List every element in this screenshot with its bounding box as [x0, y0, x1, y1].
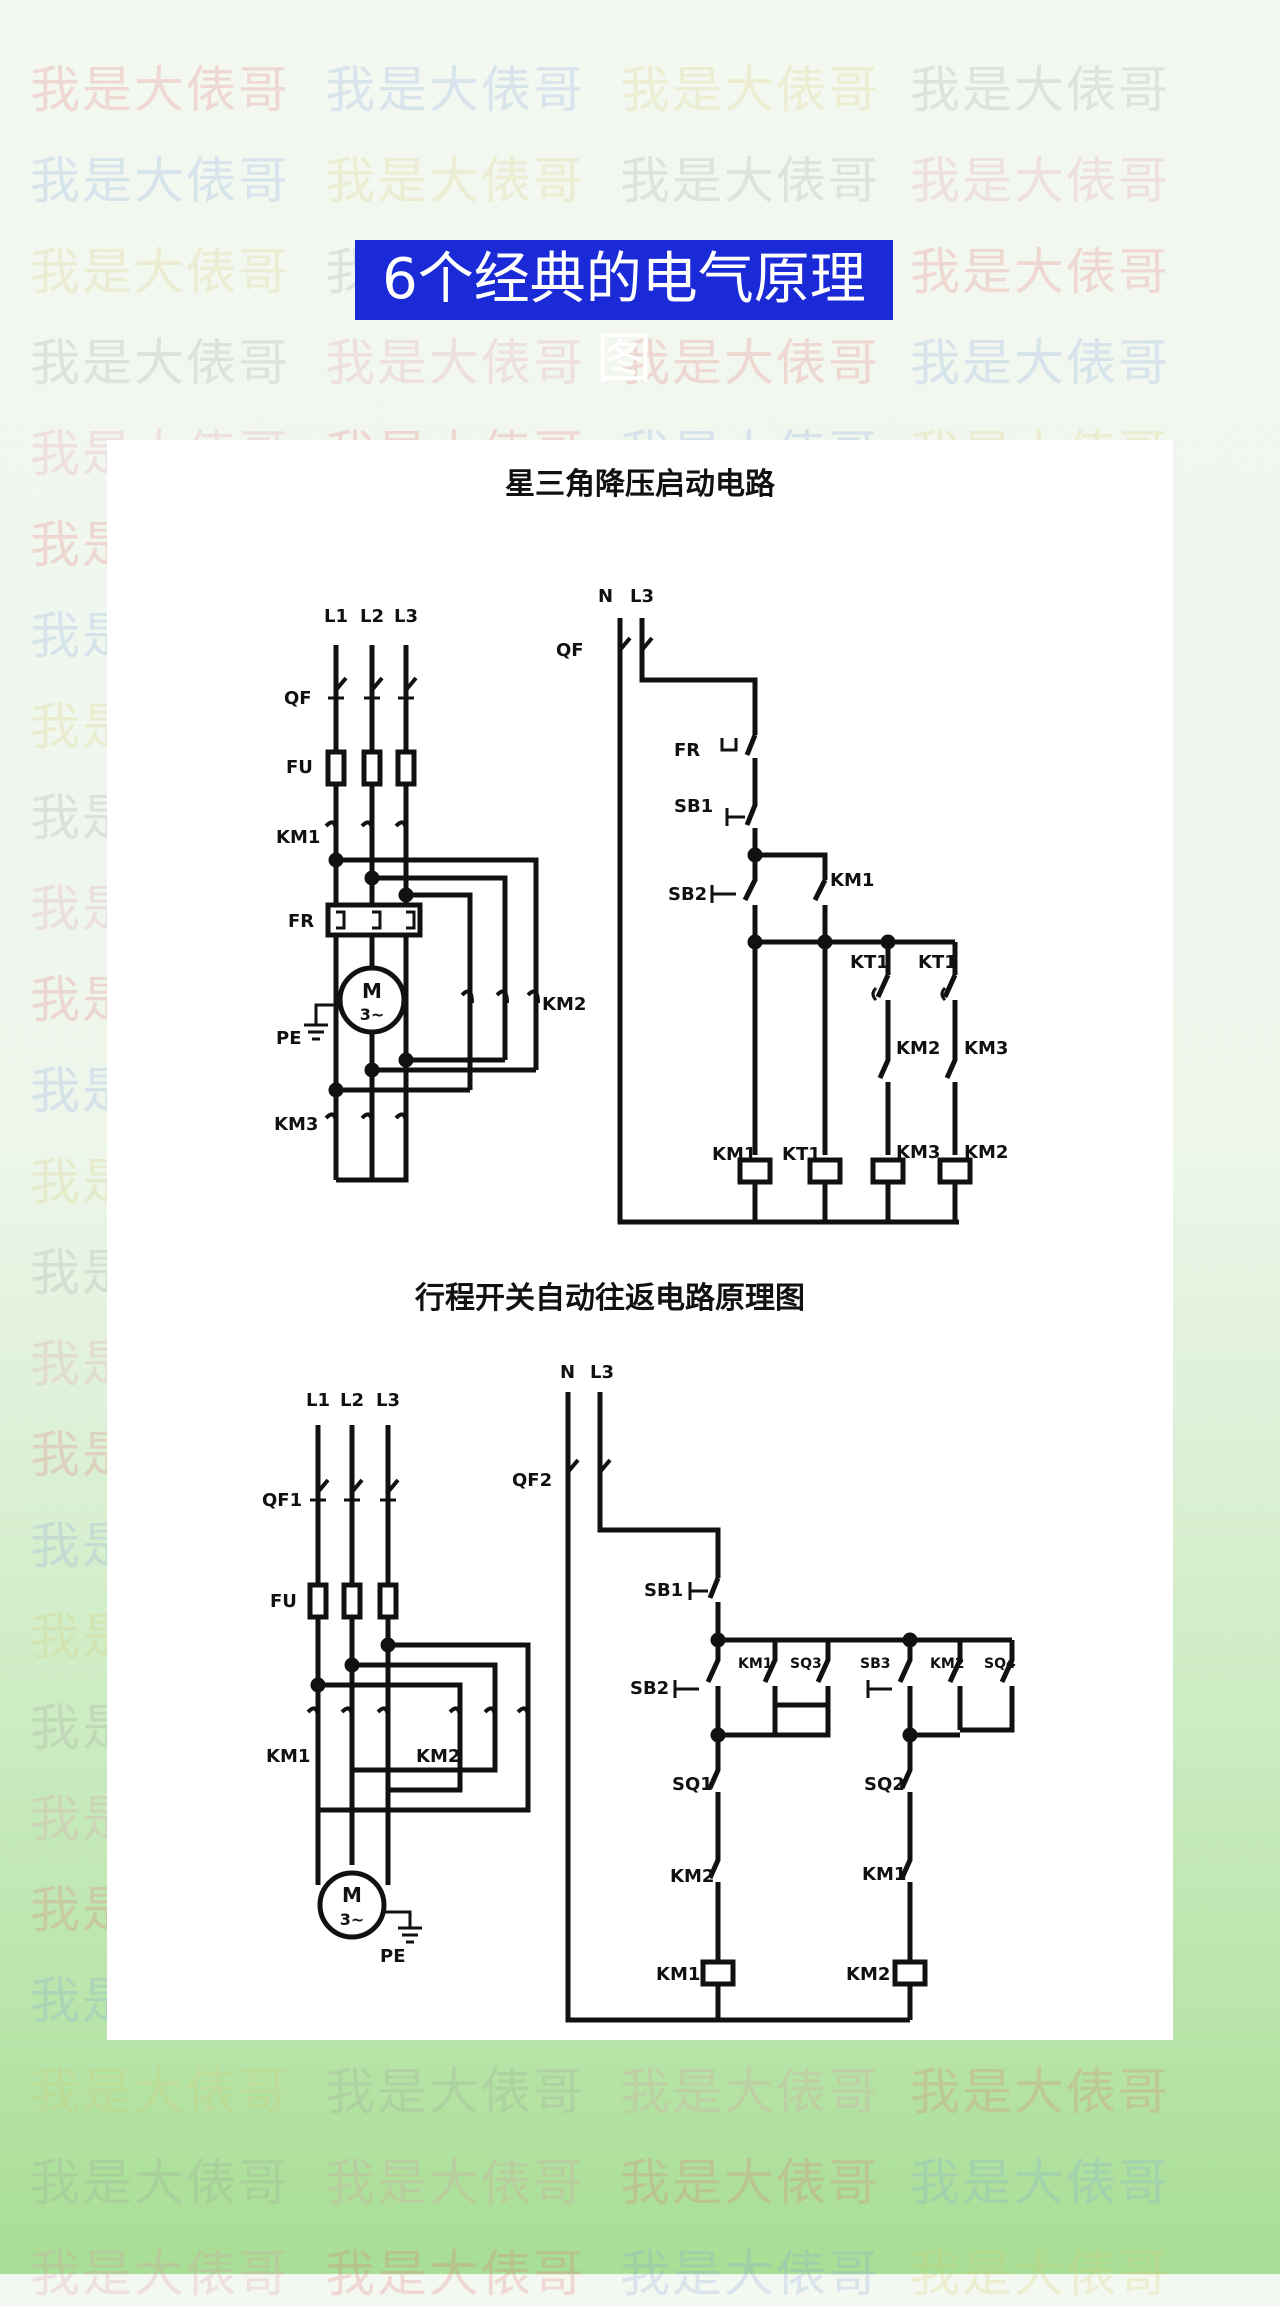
diagram1-title: 星三角降压启动电路: [505, 467, 776, 502]
watermark-text: 我是大俵哥: [30, 61, 290, 119]
label-coil-km1: KM1: [712, 1144, 756, 1165]
watermark-text: 我是大俵哥: [910, 243, 1170, 301]
label-km2: KM2: [542, 994, 586, 1015]
label-qf: QF: [284, 688, 312, 709]
watermark-text: 我是大俵哥: [30, 2063, 290, 2121]
label-ctrl-qf: QF: [556, 640, 584, 661]
watermark-text: 我是大俵哥: [325, 61, 585, 119]
motor-phase: 3~: [360, 1005, 385, 1024]
label-l3: L3: [394, 606, 418, 627]
watermark-text: 我是大俵哥: [910, 2245, 1170, 2303]
watermark-text: 我是大俵哥: [30, 334, 290, 392]
label2-l1: L1: [306, 1390, 330, 1411]
label-aux-km1: KM1: [830, 870, 874, 891]
label2-qf2: QF2: [512, 1470, 552, 1491]
travel-switch-diagram: 行程开关自动往返电路原理图: [262, 1281, 1016, 2023]
label-l1: L1: [324, 606, 348, 627]
watermark-text: 我是大俵哥: [325, 2063, 585, 2121]
label2-coil-km1: KM1: [656, 1964, 700, 1985]
d2-labels: L1 L2 L3 QF1 FU KM1 KM2 M 3~ PE N L3 QF2…: [262, 1362, 1016, 1985]
star-delta-diagram: 星三角降压启动电路: [274, 467, 1008, 1225]
label2-l3: L3: [376, 1390, 400, 1411]
label2-h-sb3: SB3: [860, 1656, 891, 1672]
diagram2-title: 行程开关自动往返电路原理图: [414, 1281, 805, 1316]
watermark-text: 我是大俵哥: [910, 152, 1170, 210]
label2-l2: L2: [340, 1390, 364, 1411]
watermark-text: 我是大俵哥: [30, 2245, 290, 2303]
label-interlock-km2: KM2: [896, 1038, 940, 1059]
label2-sq1: SQ1: [672, 1774, 713, 1795]
watermark-text: 我是大俵哥: [325, 334, 585, 392]
label2-coil-km2: KM2: [846, 1964, 890, 1985]
label2-h-sq4: SQ4: [984, 1656, 1016, 1672]
d1-control-circuit: [617, 618, 973, 1225]
label-coil-km2: KM2: [964, 1142, 1008, 1163]
label-n: N: [598, 586, 613, 607]
watermark-text: 我是大俵哥: [620, 152, 880, 210]
label2-sq2: SQ2: [864, 1774, 905, 1795]
watermark-text: 我是大俵哥: [30, 152, 290, 210]
label2-interlock-km1: KM1: [862, 1864, 906, 1885]
label2-sb1: SB1: [644, 1580, 683, 1601]
label2-km2: KM2: [416, 1746, 460, 1767]
label-ctrl-fr: FR: [674, 740, 700, 761]
d2-control-circuit: [565, 1392, 1015, 2023]
d2-main-circuit: [306, 1425, 531, 1944]
label-sb1: SB1: [674, 796, 713, 817]
diagram-panel: 星三角降压启动电路: [107, 440, 1173, 2040]
watermark-text: 我是大俵哥: [30, 2154, 290, 2212]
label-fr: FR: [288, 911, 314, 932]
label2-n: N: [560, 1362, 575, 1383]
watermark-text: 我是大俵哥: [620, 2154, 880, 2212]
label2-h-km2: KM2: [930, 1656, 965, 1672]
label-kt1-b: KT1: [918, 952, 957, 973]
label2-ctrl-l3: L3: [590, 1362, 614, 1383]
watermark-text: 我是大俵哥: [30, 243, 290, 301]
label2-pe: PE: [380, 1946, 406, 1967]
label-coil-km3: KM3: [896, 1142, 940, 1163]
watermark-text: 我是大俵哥: [910, 61, 1170, 119]
label2-km1: KM1: [266, 1746, 310, 1767]
watermark-text: 我是大俵哥: [620, 61, 880, 119]
watermark-text: 我是大俵哥: [325, 2245, 585, 2303]
watermark-text: 我是大俵哥: [325, 2154, 585, 2212]
label-kt1-a: KT1: [850, 952, 889, 973]
label-l2: L2: [360, 606, 384, 627]
d1-labels: L1 L2 L3 QF FU KM1 FR M 3~ PE KM2 KM3 N …: [274, 586, 1008, 1165]
watermark-text: 我是大俵哥: [910, 2154, 1170, 2212]
label2-interlock-km2: KM2: [670, 1866, 714, 1887]
motor-label: M: [362, 979, 382, 1003]
motor2-phase: 3~: [340, 1910, 365, 1929]
label-sb2: SB2: [668, 884, 707, 905]
d1-main-circuit: [304, 645, 540, 1183]
label-interlock-km3: KM3: [964, 1038, 1008, 1059]
label-ctrl-l3: L3: [630, 586, 654, 607]
watermark-text: 我是大俵哥: [620, 2245, 880, 2303]
label-km1: KM1: [276, 827, 320, 848]
watermark-text: 我是大俵哥: [620, 2063, 880, 2121]
label-fu: FU: [286, 757, 313, 778]
watermark-text: 我是大俵哥: [325, 152, 585, 210]
label2-h-km1: KM1: [738, 1656, 773, 1672]
page-title: 6个经典的电气原理图: [355, 240, 893, 392]
circuit-diagrams: 星三角降压启动电路: [262, 467, 1016, 2023]
label-coil-kt1: KT1: [782, 1144, 821, 1165]
label2-fu: FU: [270, 1591, 297, 1612]
motor2-label: M: [342, 1883, 362, 1907]
watermark-text: 我是大俵哥: [910, 2063, 1170, 2121]
label2-sb2: SB2: [630, 1678, 669, 1699]
label-km3: KM3: [274, 1114, 318, 1135]
label2-h-sq3: SQ3: [790, 1656, 822, 1672]
watermark-text: 我是大俵哥: [620, 334, 880, 392]
label2-qf1: QF1: [262, 1490, 302, 1511]
label-pe: PE: [276, 1028, 302, 1049]
watermark-text: 我是大俵哥: [910, 334, 1170, 392]
